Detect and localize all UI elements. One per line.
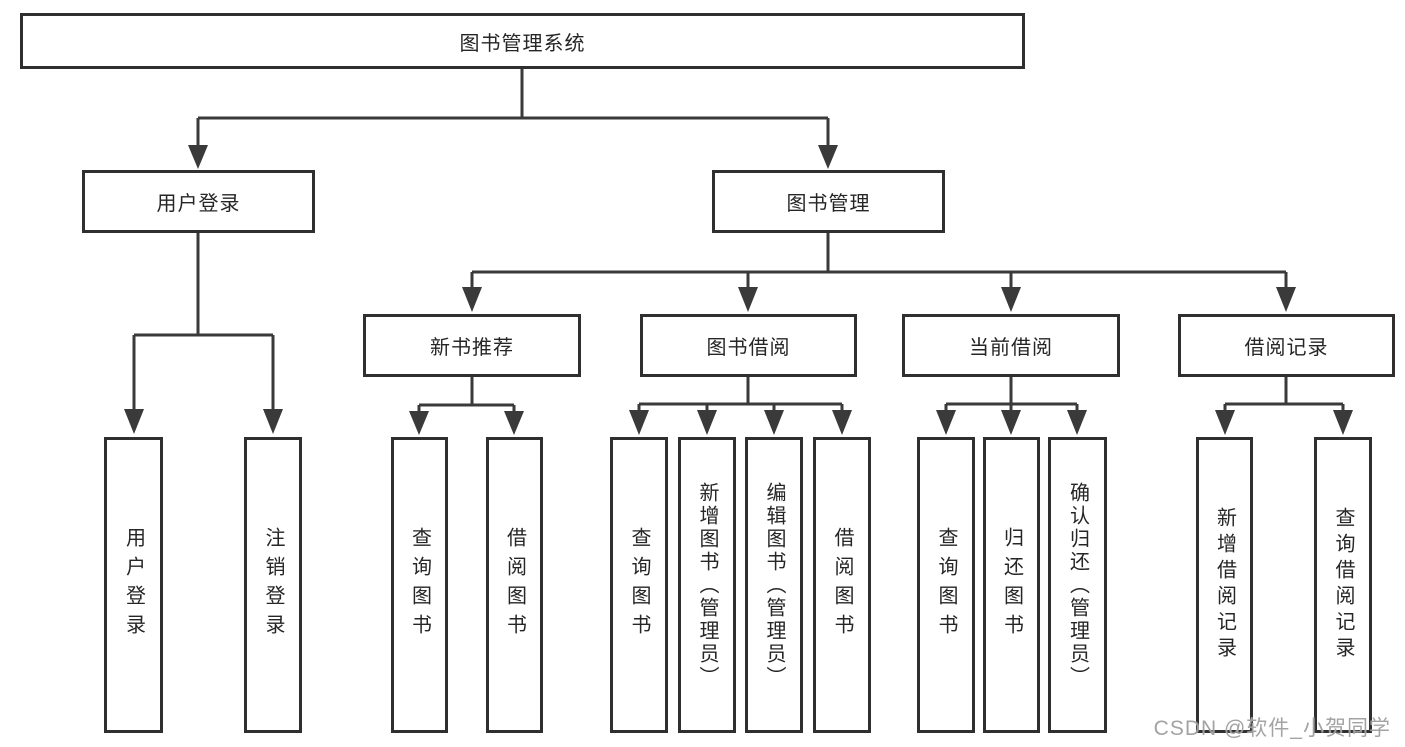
leaf-label: 归还图书 [1000, 527, 1023, 643]
leaf-borrow-books-1: 借阅图书 [486, 437, 543, 733]
node-borrow-records: 借阅记录 [1178, 314, 1395, 377]
leaf-logout: 注销登录 [244, 437, 302, 733]
leaf-borrow-books-2: 借阅图书 [813, 437, 871, 733]
node-user-login: 用户登录 [82, 170, 315, 233]
connector-currentborrow-to-leaves [936, 377, 1087, 435]
leaf-label: 查询借阅记录 [1332, 507, 1354, 663]
connector-newbookrec-to-leaves [409, 377, 524, 435]
connector-root-to-level2 [188, 69, 838, 169]
node-book-borrow: 图书借阅 [640, 314, 857, 377]
leaf-add-borrow-record: 新增借阅记录 [1196, 437, 1253, 733]
leaf-query-books-2: 查询图书 [610, 437, 668, 733]
leaf-label: 注销登录 [262, 527, 284, 643]
node-root-library-system: 图书管理系统 [20, 13, 1025, 69]
node-new-book-recommend: 新书推荐 [363, 314, 581, 377]
leaf-label: 确认归还（管理员） [1066, 481, 1089, 689]
leaf-label: 查询图书 [935, 527, 957, 643]
csdn-watermark: CSDN @软件_小贺同学 [1153, 717, 1391, 740]
leaf-add-books-admin: 新增图书（管理员） [678, 437, 736, 733]
leaf-edit-books-admin: 编辑图书（管理员） [745, 437, 803, 733]
leaf-label: 查询图书 [408, 527, 431, 643]
leaf-label: 借阅图书 [503, 527, 526, 643]
leaf-label: 查询图书 [628, 527, 650, 643]
connector-userlogin-to-leaves [124, 233, 283, 434]
node-current-borrow: 当前借阅 [902, 314, 1120, 377]
leaf-label: 新增借阅记录 [1213, 507, 1236, 663]
connector-bookborrow-to-leaves [629, 377, 852, 435]
connector-borrowrecords-to-leaves [1215, 377, 1353, 435]
leaf-confirm-return-admin: 确认归还（管理员） [1048, 437, 1107, 733]
leaf-label: 用户登录 [122, 527, 145, 643]
leaf-label: 编辑图书（管理员） [763, 481, 785, 689]
leaf-label: 借阅图书 [831, 527, 853, 643]
leaf-return-books: 归还图书 [983, 437, 1040, 733]
leaf-label: 新增图书（管理员） [696, 481, 718, 689]
connector-bookmgmt-to-level3 [462, 233, 1296, 312]
leaf-query-books-3: 查询图书 [917, 437, 975, 733]
leaf-user-login: 用户登录 [104, 437, 163, 733]
leaf-query-borrow-record: 查询借阅记录 [1314, 437, 1372, 733]
leaf-query-books-1: 查询图书 [391, 437, 448, 733]
node-book-management: 图书管理 [712, 170, 945, 233]
